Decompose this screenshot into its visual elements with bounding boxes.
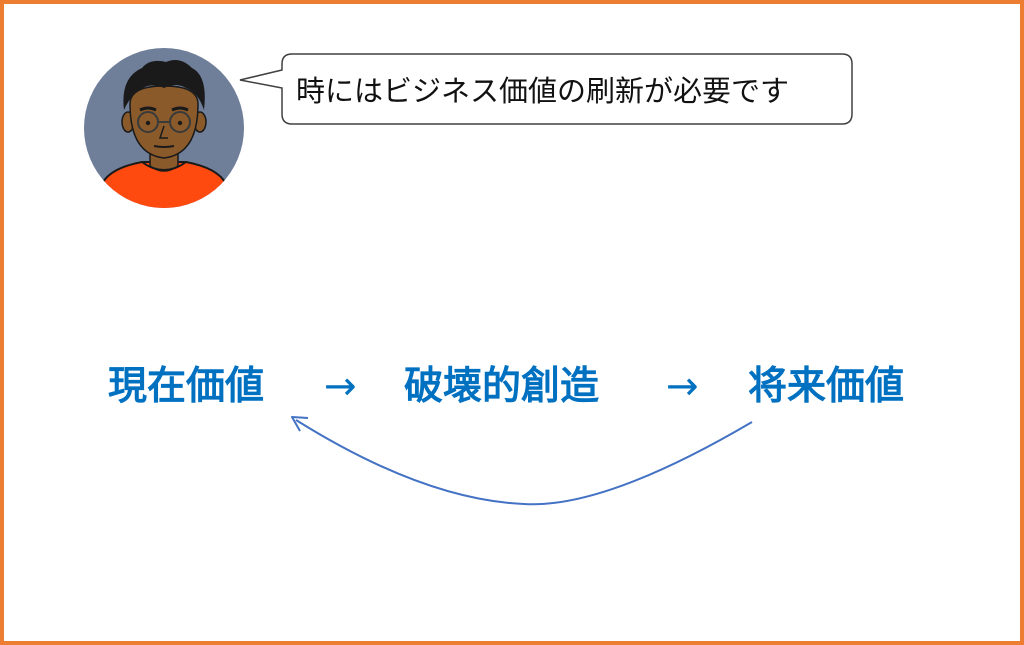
future-value-label: 将来価値 bbox=[748, 364, 905, 409]
flow-arrow-1: → bbox=[324, 364, 357, 409]
flow-arrow-2: → bbox=[666, 364, 699, 409]
speech-bubble bbox=[239, 53, 853, 125]
curved-return-arrow-icon bbox=[291, 416, 753, 506]
person-avatar-icon bbox=[80, 44, 248, 212]
creative-destruction-label: 破壊的創造 bbox=[404, 364, 600, 409]
current-value-label: 現在価値 bbox=[108, 364, 265, 409]
speech-bubble-text: 時にはビジネス価値の刷新が必要です bbox=[296, 74, 790, 108]
